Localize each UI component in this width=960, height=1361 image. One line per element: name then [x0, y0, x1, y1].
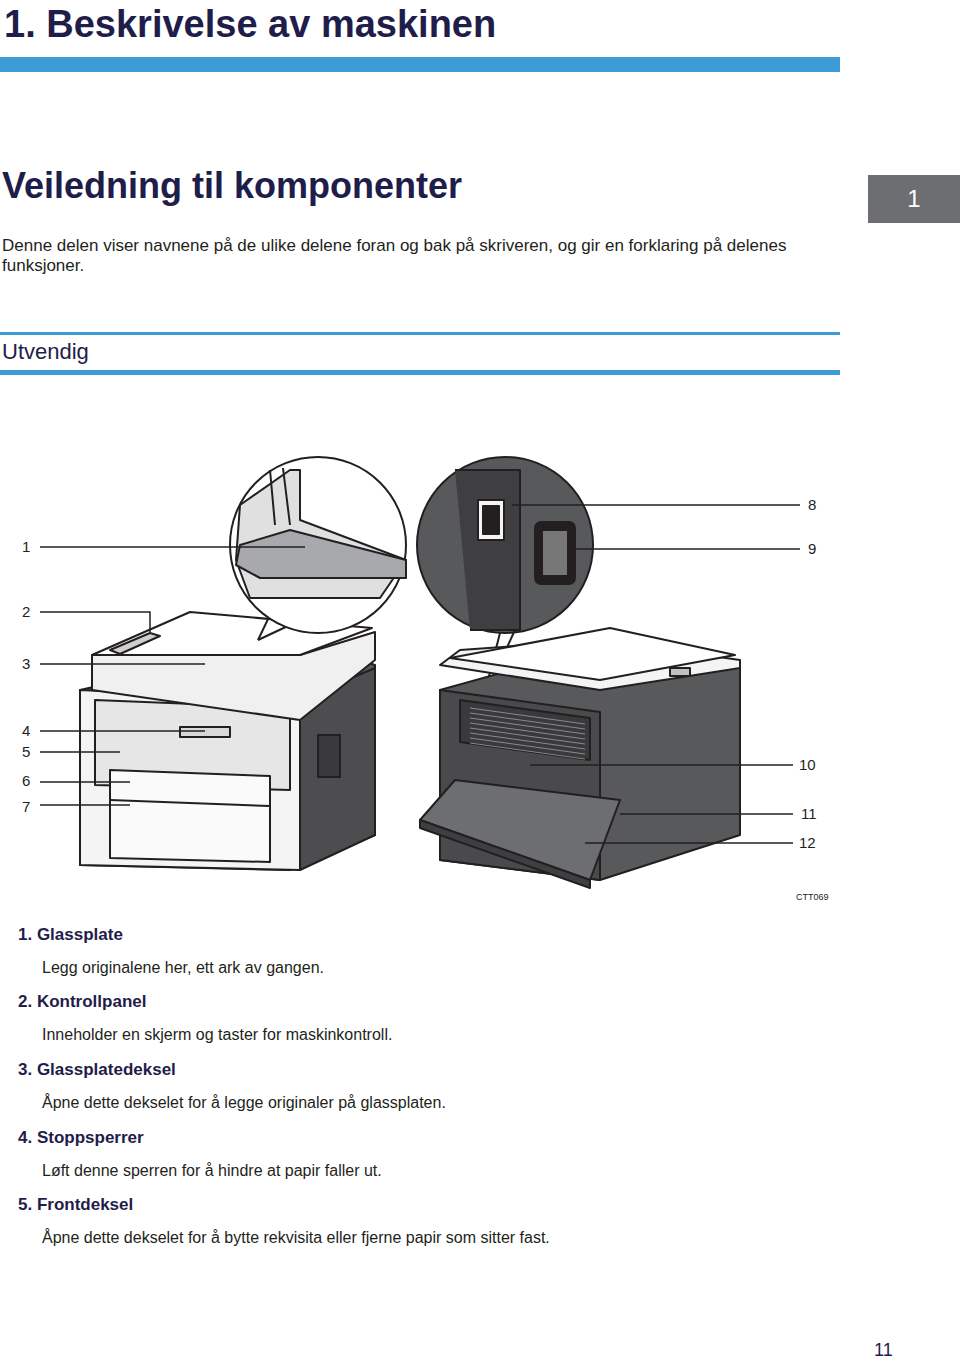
vent-line	[470, 728, 585, 744]
section-heading: Veiledning til komponenter	[2, 164, 462, 207]
page-number: 11	[874, 1340, 893, 1361]
item-heading: 1. Glassplate	[18, 925, 123, 945]
item-heading: 3. Glassplatedeksel	[18, 1060, 176, 1080]
page-title: 1. Beskrivelse av maskinen	[4, 2, 496, 48]
item-text: Legg originalene her, ett ark av gangen.	[42, 958, 324, 977]
vent-line	[470, 743, 585, 759]
vent-line	[470, 708, 585, 724]
section-rule	[0, 370, 840, 375]
section-rule	[0, 332, 840, 335]
vent-line	[470, 718, 585, 734]
callout-number: 5	[22, 743, 30, 761]
callout-number: 7	[22, 798, 30, 816]
callout-number: 9	[808, 540, 816, 558]
callout-number: 1	[22, 538, 30, 556]
vent-line	[470, 713, 585, 729]
item-text: Løft denne sperren for å hindre at papir…	[42, 1161, 382, 1180]
item-text: Åpne dette dekselet for å legge original…	[42, 1093, 446, 1112]
vent-line	[470, 733, 585, 749]
item-heading: 4. Stoppsperrer	[18, 1128, 144, 1148]
callout-number: 2	[22, 603, 30, 621]
chapter-number: 1	[907, 185, 920, 213]
callout-number: 10	[799, 756, 816, 774]
callout-number: 12	[799, 834, 816, 852]
callout-number: 3	[22, 655, 30, 673]
printer-front	[80, 457, 740, 888]
header-bar	[0, 57, 840, 72]
item-text: Inneholder en skjerm og taster for maski…	[42, 1025, 392, 1044]
vent-line	[470, 723, 585, 739]
figure-code: CTT069	[796, 892, 829, 903]
vent-line	[470, 738, 585, 754]
callout-number: 4	[22, 722, 30, 740]
subsection-heading: Utvendig	[2, 339, 89, 365]
leader-lines	[40, 505, 800, 843]
callout-number: 6	[22, 772, 30, 790]
chapter-tab: 1	[868, 175, 960, 223]
item-heading: 2. Kontrollpanel	[18, 992, 146, 1012]
intro-text: Denne delen viser navnene på de ulike de…	[2, 236, 822, 277]
callout-number: 11	[801, 805, 817, 823]
vent-lines	[470, 708, 585, 759]
item-text: Åpne dette dekselet for å bytte rekvisit…	[42, 1228, 550, 1247]
callout-number: 8	[808, 496, 816, 514]
item-heading: 5. Frontdeksel	[18, 1195, 133, 1215]
